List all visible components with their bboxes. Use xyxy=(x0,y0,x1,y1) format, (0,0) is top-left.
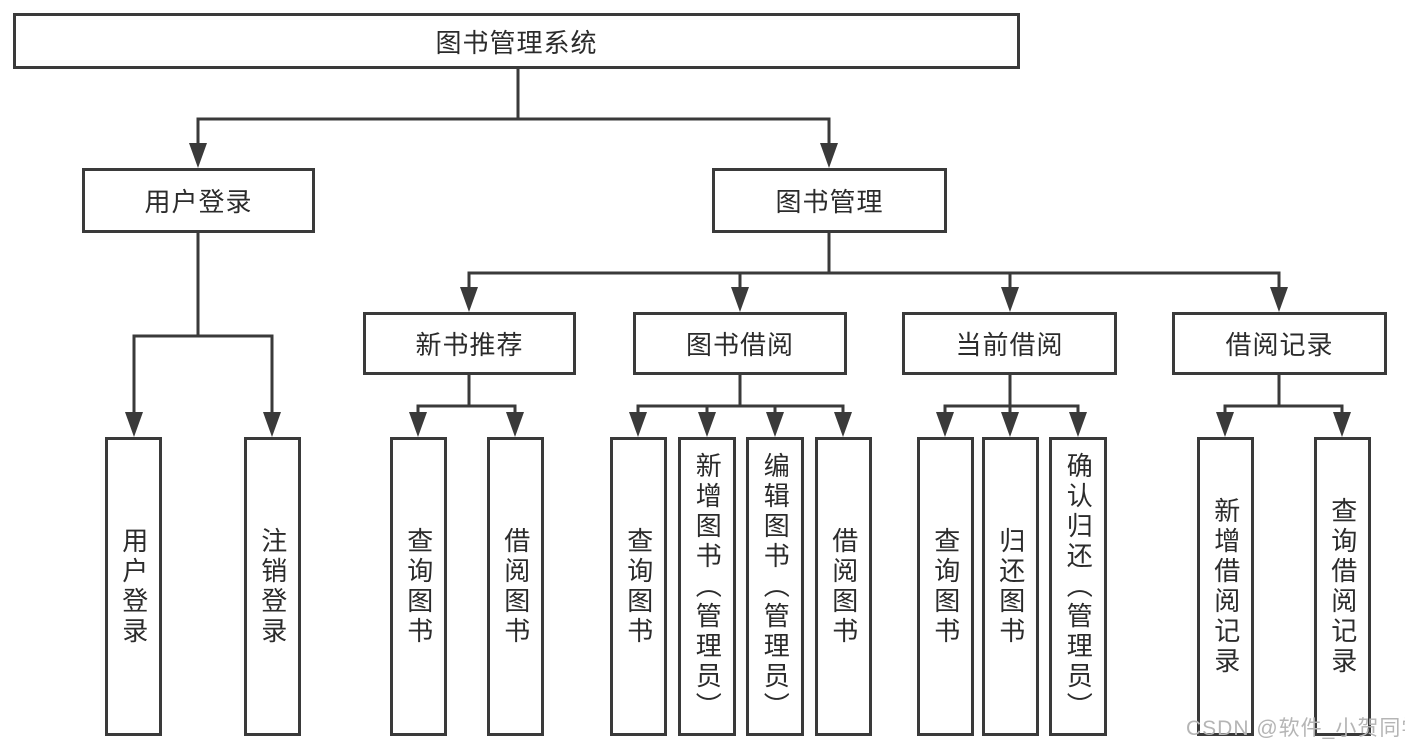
leaf-newbook-borrow-books: 借阅图书 xyxy=(487,437,544,736)
arrowhead xyxy=(834,412,852,437)
node-new-book-recommend: 新书推荐 xyxy=(363,312,576,375)
arrowhead xyxy=(731,287,749,312)
arrowhead xyxy=(506,412,524,437)
leaf-borrowing-borrow-books: 借阅图书 xyxy=(815,437,872,736)
node-book-borrowing: 图书借阅 xyxy=(633,312,847,375)
node-user-login: 用户登录 xyxy=(82,168,315,233)
arrowhead xyxy=(936,412,954,437)
leaf-newbook-query-books: 查询图书 xyxy=(390,437,447,736)
arrowhead xyxy=(820,143,838,168)
leaf-add-borrow-record: 新增借阅记录 xyxy=(1197,437,1254,736)
arrowhead xyxy=(1216,412,1234,437)
arrowhead xyxy=(189,143,207,168)
arrowhead xyxy=(460,287,478,312)
leaf-user-login: 用户登录 xyxy=(105,437,162,736)
leaf-logout: 注销登录 xyxy=(244,437,301,736)
arrowhead xyxy=(263,412,281,437)
csdn-watermark: CSDN @软件_小贺同学 xyxy=(1186,717,1405,740)
leaf-add-book-admin: 新增图书（管理员） xyxy=(678,437,736,736)
arrowhead xyxy=(1069,412,1087,437)
leaf-confirm-return-admin: 确认归还（管理员） xyxy=(1049,437,1107,736)
node-borrow-records: 借阅记录 xyxy=(1172,312,1387,375)
node-current-borrowing: 当前借阅 xyxy=(902,312,1117,375)
arrowhead xyxy=(1001,287,1019,312)
leaf-borrowing-query-books: 查询图书 xyxy=(610,437,667,736)
node-book-management: 图书管理 xyxy=(712,168,947,233)
arrowhead xyxy=(409,412,427,437)
arrowhead xyxy=(1270,287,1288,312)
arrowhead xyxy=(629,412,647,437)
arrowhead xyxy=(766,412,784,437)
arrowhead xyxy=(1333,412,1351,437)
arrowhead xyxy=(125,412,143,437)
leaf-current-query-books: 查询图书 xyxy=(917,437,974,736)
leaf-query-borrow-record: 查询借阅记录 xyxy=(1314,437,1371,736)
node-library-system: 图书管理系统 xyxy=(13,13,1020,69)
leaf-edit-book-admin: 编辑图书（管理员） xyxy=(746,437,804,736)
leaf-return-books: 归还图书 xyxy=(982,437,1039,736)
arrowhead xyxy=(698,412,716,437)
arrowhead xyxy=(1001,412,1019,437)
